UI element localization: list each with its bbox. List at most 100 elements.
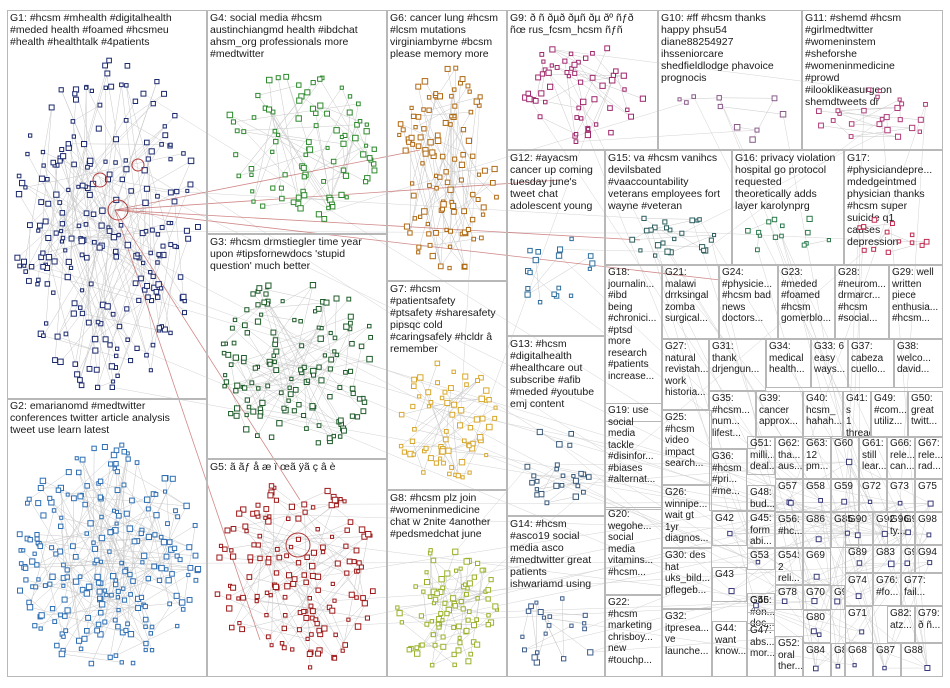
edge bbox=[242, 597, 368, 619]
edge bbox=[36, 523, 117, 566]
node-g2 bbox=[151, 563, 158, 570]
node-g1 bbox=[86, 366, 93, 372]
node-g5 bbox=[290, 647, 295, 652]
node-g3 bbox=[276, 420, 283, 427]
edge bbox=[224, 530, 348, 550]
node-g1 bbox=[52, 357, 58, 364]
node-g13 bbox=[560, 473, 566, 479]
node-g4 bbox=[352, 134, 359, 142]
node-g2 bbox=[110, 451, 118, 459]
node-g6 bbox=[452, 103, 458, 109]
edge bbox=[115, 251, 151, 273]
node-g6 bbox=[469, 216, 476, 223]
edge bbox=[275, 586, 312, 653]
edge bbox=[267, 301, 341, 421]
cross-group-edge bbox=[755, 605, 862, 633]
node-g1 bbox=[40, 149, 46, 155]
node-g5 bbox=[288, 544, 294, 550]
node-g14 bbox=[520, 634, 525, 639]
node-g7 bbox=[398, 443, 404, 449]
edge bbox=[429, 550, 431, 597]
edge bbox=[535, 260, 541, 303]
node-g16 bbox=[779, 233, 784, 239]
node-g2 bbox=[112, 508, 116, 513]
node-g1 bbox=[83, 222, 89, 227]
node-g1 bbox=[145, 294, 151, 300]
cross-group-edge bbox=[755, 605, 928, 669]
node-g7 bbox=[458, 459, 466, 466]
node-g3 bbox=[343, 370, 348, 375]
node-g6 bbox=[443, 169, 449, 175]
node-g6 bbox=[481, 167, 488, 174]
edge bbox=[29, 471, 69, 500]
node-g5 bbox=[226, 605, 233, 612]
node-g1 bbox=[119, 82, 124, 88]
node-g2 bbox=[121, 586, 126, 591]
node-g5 bbox=[268, 593, 273, 598]
node-g13 bbox=[554, 466, 559, 472]
node-g1 bbox=[140, 90, 147, 97]
node-g6 bbox=[422, 150, 429, 157]
node-g6 bbox=[421, 208, 428, 215]
node-g8 bbox=[467, 609, 472, 614]
cross-group-edge bbox=[755, 501, 845, 606]
node-g9 bbox=[608, 77, 616, 84]
edge bbox=[41, 489, 118, 616]
node-g12 bbox=[535, 249, 542, 255]
node-g7 bbox=[442, 389, 448, 395]
node-g5 bbox=[284, 583, 291, 590]
edge bbox=[275, 344, 302, 373]
node-g4 bbox=[324, 110, 331, 117]
node-g6 bbox=[470, 153, 476, 159]
edge bbox=[25, 562, 123, 569]
node-g5 bbox=[267, 514, 272, 519]
node-g5 bbox=[328, 501, 335, 509]
cross-group-edge bbox=[816, 576, 859, 597]
edge bbox=[428, 96, 481, 111]
node-g55 bbox=[753, 602, 759, 609]
edge bbox=[252, 293, 364, 412]
node-g2 bbox=[156, 577, 163, 584]
node-g8 bbox=[463, 582, 468, 587]
node-g2 bbox=[186, 572, 191, 578]
node-g8 bbox=[458, 599, 464, 605]
node-g8 bbox=[460, 606, 466, 612]
node-g6 bbox=[415, 114, 422, 120]
edge bbox=[270, 495, 292, 507]
node-g1 bbox=[103, 159, 108, 164]
node-g2 bbox=[47, 581, 53, 587]
node-g1 bbox=[78, 305, 83, 310]
node-g11 bbox=[875, 94, 880, 100]
node-g2 bbox=[107, 654, 113, 660]
node-g3 bbox=[256, 386, 261, 391]
node-g4 bbox=[330, 204, 336, 210]
node-g14 bbox=[582, 612, 588, 618]
node-g8 bbox=[474, 617, 479, 622]
cross-group-edge bbox=[837, 110, 865, 667]
node-g2 bbox=[143, 624, 148, 629]
node-g1 bbox=[80, 288, 85, 293]
node-g7 bbox=[460, 475, 465, 480]
node-g13 bbox=[556, 441, 563, 448]
node-g43 bbox=[728, 588, 735, 595]
edge bbox=[146, 238, 189, 356]
node-g1 bbox=[103, 85, 108, 90]
edge bbox=[108, 81, 158, 228]
cross-group-edge bbox=[43, 266, 821, 501]
node-g2 bbox=[174, 553, 180, 559]
node-g5 bbox=[230, 584, 237, 591]
node-g5 bbox=[255, 502, 261, 508]
node-g2 bbox=[34, 532, 40, 538]
node-g95 bbox=[816, 632, 822, 638]
node-g3 bbox=[343, 323, 350, 330]
edge bbox=[423, 402, 448, 473]
node-g8 bbox=[429, 619, 435, 624]
node-g3 bbox=[333, 295, 340, 302]
cross-group-edge bbox=[729, 501, 871, 534]
edge bbox=[258, 544, 346, 646]
node-g8 bbox=[413, 584, 418, 589]
edge bbox=[562, 598, 564, 659]
node-g15 bbox=[701, 247, 707, 253]
edge bbox=[34, 594, 131, 626]
node-g1 bbox=[110, 311, 116, 317]
